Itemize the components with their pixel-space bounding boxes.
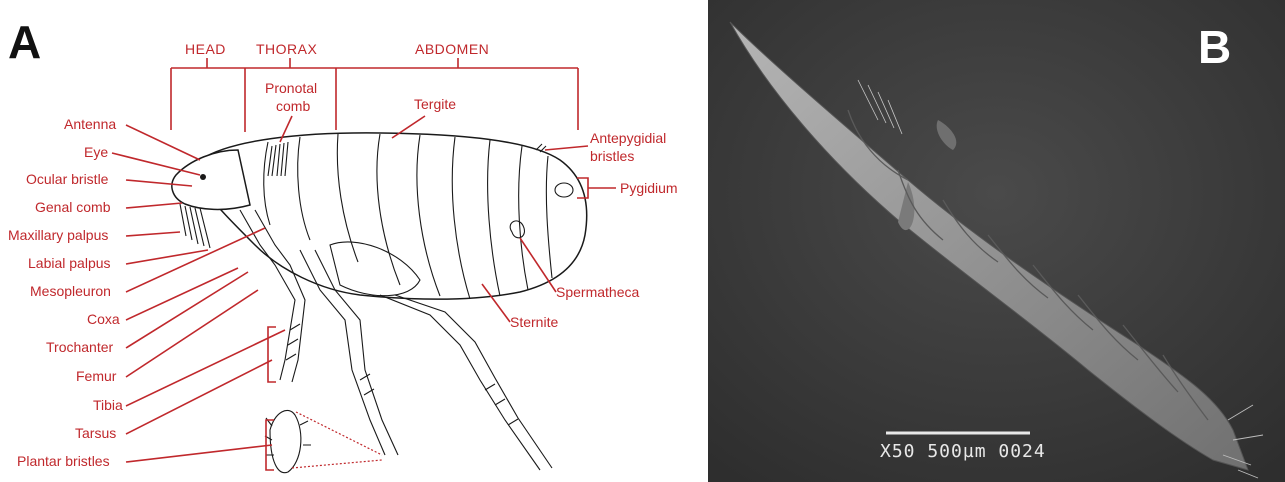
panel-b-letter: B	[1198, 21, 1231, 73]
region-abdomen: ABDOMEN	[415, 41, 489, 57]
sem-micrograph-panel: X50 500µm 0024 B	[708, 0, 1285, 482]
flea-diagram-panel: A HEAD THORAX ABDOMEN	[0, 0, 705, 482]
sem-micrograph: X50 500µm 0024 B	[708, 0, 1285, 482]
flea-diagram: A HEAD THORAX ABDOMEN	[0, 0, 705, 482]
label-ocular-bristle: Ocular bristle	[26, 171, 109, 187]
label-tarsus: Tarsus	[75, 425, 116, 441]
panel-a-letter: A	[8, 16, 41, 68]
region-brackets	[171, 58, 578, 132]
label-sternite: Sternite	[510, 314, 558, 330]
flea-body	[172, 133, 587, 473]
label-coxa: Coxa	[87, 311, 120, 327]
label-mesopleuron: Mesopleuron	[30, 283, 111, 299]
label-eye: Eye	[84, 144, 108, 160]
label-labial-palpus: Labial palpus	[28, 255, 111, 271]
label-femur: Femur	[76, 368, 117, 384]
label-antepygidial-line1: Antepygidial	[590, 130, 666, 146]
label-antenna: Antenna	[64, 116, 116, 132]
region-head: HEAD	[185, 41, 226, 57]
label-plantar-bristles: Plantar bristles	[17, 453, 110, 469]
label-trochanter: Trochanter	[46, 339, 114, 355]
sem-scale-text: X50 500µm 0024	[880, 441, 1046, 462]
label-maxillary-palpus: Maxillary palpus	[8, 227, 108, 243]
label-pronotal-comb-line2: comb	[276, 98, 310, 114]
label-pronotal-comb-line1: Pronotal	[265, 80, 317, 96]
label-tibia: Tibia	[93, 397, 123, 413]
region-thorax: THORAX	[256, 41, 318, 57]
label-pygidium: Pygidium	[620, 180, 678, 196]
label-antepygidial-line2: bristles	[590, 148, 634, 164]
label-spermatheca: Spermatheca	[556, 284, 639, 300]
label-genal-comb: Genal comb	[35, 199, 111, 215]
label-tergite: Tergite	[414, 96, 456, 112]
